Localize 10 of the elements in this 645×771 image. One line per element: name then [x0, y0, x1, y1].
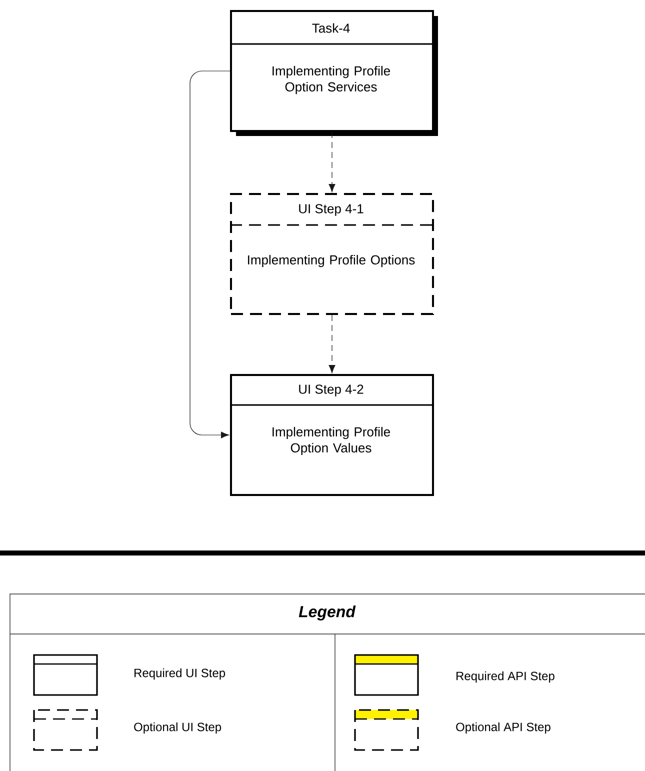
process-box: UI Step 4-1 Implementing Profile Options [230, 193, 434, 315]
legend-label: Optional API Step [456, 722, 550, 734]
process-box: Task-4 Implementing Profile Option Services [230, 10, 438, 136]
legend-label: Optional UI Step [134, 722, 222, 734]
process-box: UI Step 4-2 Implementing Profile Option Values [230, 374, 434, 496]
arrow [328, 132, 336, 192]
arrow [190, 70, 230, 438]
legend-label: Required API Step [456, 671, 554, 683]
legend-label: Required UI Step [134, 668, 226, 680]
arrow [328, 314, 336, 374]
